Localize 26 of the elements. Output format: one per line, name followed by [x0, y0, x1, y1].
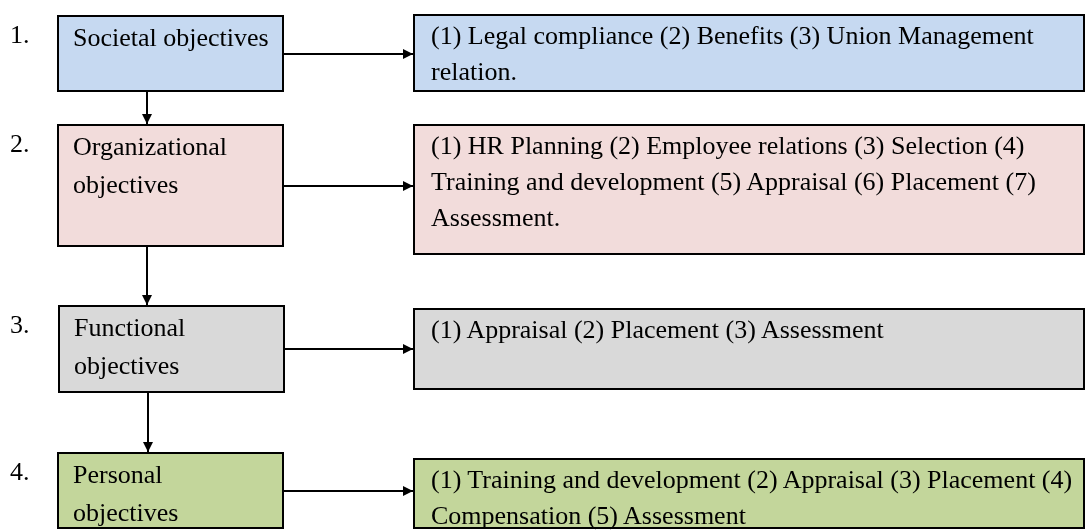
- step-number: 3.: [10, 309, 30, 341]
- description-box: [413, 14, 1085, 92]
- description-text: (1) HR Planning (2) Employee relations (3) Selection (4) Training and development (5) Appraisal (6) Placement (7) Assessment.: [431, 130, 1037, 234]
- arrow: [283, 181, 414, 191]
- objective-box: [57, 15, 284, 92]
- step-number: 1.: [10, 19, 30, 51]
- step-number: 2.: [10, 128, 30, 160]
- arrow: [143, 392, 153, 453]
- description-text: (1) Training and development (2) Appraisal (3) Placement (4) Compensation (5) Assessment: [431, 464, 1073, 531]
- description-text: (1) Appraisal (2) Placement (3) Assessment: [431, 314, 885, 346]
- arrow: [283, 49, 414, 59]
- objective-label: Functional objectives: [74, 312, 187, 382]
- arrow: [142, 246, 152, 306]
- description-text: (1) Legal compliance (2) Benefits (3) Union Management relation.: [431, 20, 1035, 88]
- arrow: [142, 91, 152, 125]
- arrow: [283, 486, 414, 496]
- step-number: 4.: [10, 456, 30, 488]
- objective-box: [57, 124, 284, 247]
- description-box: [413, 124, 1085, 255]
- objective-box: [57, 452, 284, 529]
- arrow: [284, 344, 414, 354]
- objective-label: Societal objectives: [73, 22, 270, 54]
- objective-box: [58, 305, 285, 393]
- objective-label: Personal objectives: [73, 459, 180, 529]
- objective-label: Organizational objectives: [73, 131, 229, 201]
- description-box: [413, 308, 1085, 390]
